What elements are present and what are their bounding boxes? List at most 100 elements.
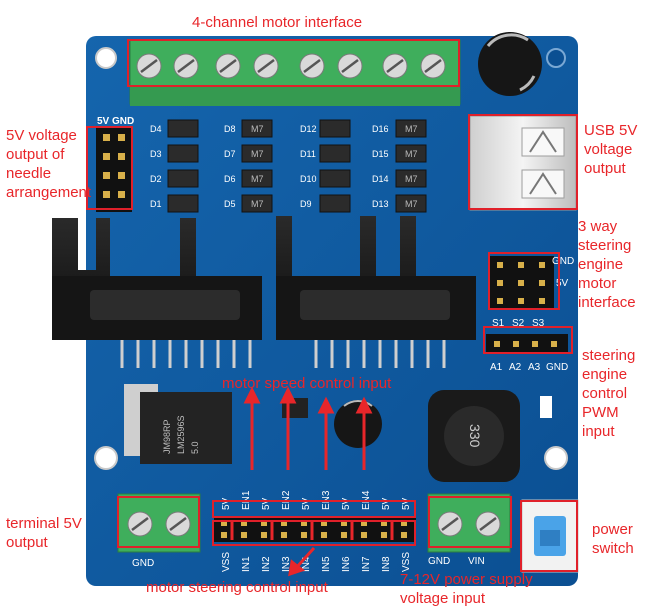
- pwm-a3-text: A3: [528, 362, 541, 373]
- servo-5v-text: 5V: [556, 278, 569, 289]
- power-gnd-text: GND: [428, 556, 450, 567]
- regulator-line-1: JM98RP: [162, 419, 172, 454]
- box-usb: [468, 114, 578, 210]
- box-steering-pins: [212, 520, 416, 546]
- servo-gnd-text: GND: [552, 256, 574, 267]
- driver-legs: [120, 340, 446, 368]
- regulator-line-3: 5.0: [190, 441, 200, 454]
- svg-text:D4: D4: [150, 124, 162, 134]
- bottom-pin-0: VSS: [221, 552, 232, 572]
- svg-text:D13: D13: [372, 199, 389, 209]
- svg-text:M7: M7: [251, 149, 264, 159]
- mount-hole: [544, 446, 568, 470]
- svg-text:D12: D12: [300, 124, 317, 134]
- label-three-way-servo: 3 way steering engine motor interface: [578, 218, 636, 311]
- motor-terminal-block: [129, 39, 461, 106]
- top-pin-6: 5V: [341, 497, 352, 510]
- mount-hole: [94, 446, 118, 470]
- svg-text:D5: D5: [224, 199, 236, 209]
- label-servo-pwm: steering engine control PWM input: [582, 347, 636, 440]
- svg-text:M7: M7: [405, 199, 418, 209]
- svg-text:D9: D9: [300, 199, 312, 209]
- box-power-switch: [520, 500, 578, 572]
- pwm-a2-text: A2: [509, 362, 522, 373]
- mount-hole: [95, 47, 117, 69]
- svg-text:M7: M7: [405, 149, 418, 159]
- svg-text:D10: D10: [300, 174, 317, 184]
- svg-text:D11: D11: [300, 149, 316, 159]
- label-motor-speed: motor speed control input: [222, 375, 392, 392]
- bottom-pin-labels: VSS IN1 IN2 IN3 IN4 IN5 IN6 IN7 IN8 VSS: [221, 552, 412, 572]
- mount-hole: [546, 48, 566, 68]
- bottom-pin-2: IN2: [261, 556, 272, 572]
- label-usb-5v: USB 5V voltage output: [584, 122, 638, 177]
- box-servo-header: [488, 252, 560, 310]
- svg-text:M7: M7: [251, 124, 264, 134]
- svg-text:M7: M7: [405, 174, 418, 184]
- svg-text:D6: D6: [224, 174, 236, 184]
- pin-header-5v: [96, 128, 132, 212]
- servo-s3-text: S3: [532, 318, 545, 329]
- box-pwm-header: [483, 326, 573, 354]
- regulator-chip: [124, 384, 232, 464]
- servo-s2-text: S2: [512, 318, 525, 329]
- regulator-line-2: LM2596S: [176, 415, 186, 454]
- terminal-5v-block: [117, 493, 201, 553]
- bottom-pin-6: IN6: [341, 556, 352, 572]
- terminal-gnd-text: GND: [132, 558, 154, 569]
- diode-array: [167, 119, 427, 213]
- servo-s1-text: S1: [492, 318, 505, 329]
- svg-text:D8: D8: [224, 124, 236, 134]
- svg-text:M7: M7: [251, 174, 264, 184]
- switch-body: [521, 499, 579, 573]
- pwm-header: [486, 334, 568, 354]
- top-pin-2: 5V: [261, 497, 272, 510]
- label-terminal-5v: terminal 5V output: [6, 515, 82, 551]
- svg-text:D14: D14: [372, 174, 389, 184]
- svg-text:D16: D16: [372, 124, 389, 134]
- svg-text:D7: D7: [224, 149, 236, 159]
- label-motor-steering: motor steering control input: [146, 579, 328, 596]
- svg-text:D15: D15: [372, 149, 389, 159]
- svg-text:M7: M7: [251, 199, 264, 209]
- svg-text:D1: D1: [150, 199, 162, 209]
- pwm-gnd-text: GND: [546, 362, 568, 373]
- bottom-pin-3: IN3: [281, 556, 292, 572]
- box-needle-header: [86, 126, 133, 210]
- usb-port: [469, 115, 577, 211]
- inductor-text: 330: [467, 424, 483, 448]
- capacitor-top: [478, 32, 542, 96]
- capacitor-small: [334, 399, 382, 448]
- header-5v-gnd-text: 5V GND: [97, 116, 134, 127]
- bottom-pin-8: IN8: [381, 556, 392, 572]
- bottom-pin-7: IN7: [361, 556, 372, 572]
- top-pin-0: 5V: [221, 497, 232, 510]
- svg-text:M7: M7: [405, 124, 418, 134]
- top-pin-9: 5V: [401, 497, 412, 510]
- bottom-pin-9: VSS: [401, 552, 412, 572]
- led: [540, 396, 552, 418]
- arrow-graphics: [230, 386, 394, 577]
- label-power-supply: 7-12V power supply voltage input: [400, 571, 533, 607]
- label-five-v-needle: 5V voltage output of needle arrangement: [6, 127, 92, 201]
- top-pin-4: 5V: [301, 497, 312, 510]
- heatsink-left: [52, 218, 262, 340]
- bottom-pin-5: IN5: [321, 556, 332, 572]
- power-vin-text: VIN: [468, 556, 485, 567]
- box-speed-pins: [212, 500, 416, 518]
- label-four-channel: 4-channel motor interface: [192, 14, 363, 31]
- box-motor-interface: [127, 39, 460, 87]
- bottom-pin-4: IN4: [301, 556, 312, 572]
- bottom-pin-1: IN1: [241, 556, 252, 572]
- svg-text:D3: D3: [150, 149, 162, 159]
- heatsink-right: [276, 216, 476, 340]
- servo-header: [490, 256, 554, 310]
- box-terminal-5v: [117, 496, 200, 548]
- inductor: [428, 390, 520, 482]
- power-terminal-block: [427, 493, 511, 553]
- svg-text:D2: D2: [150, 174, 162, 184]
